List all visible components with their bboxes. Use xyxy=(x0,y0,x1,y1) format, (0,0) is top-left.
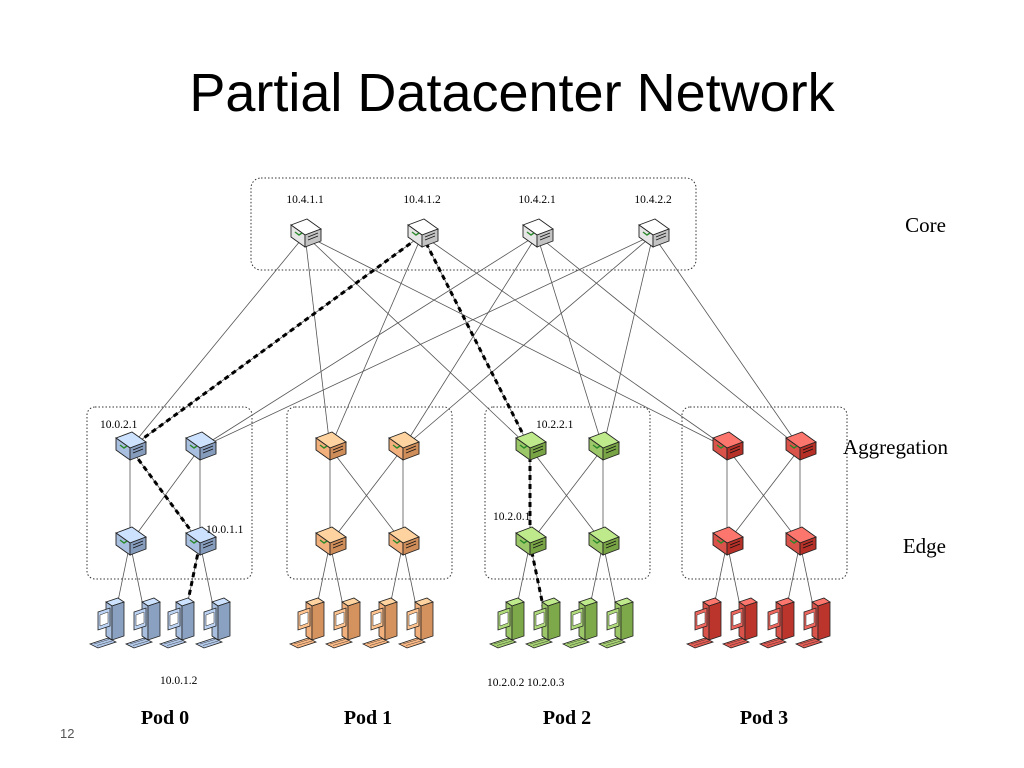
aggregation-switch-icon xyxy=(785,431,817,461)
aggregation-switch-icon xyxy=(388,431,420,461)
highlighted-path-segment xyxy=(180,542,202,631)
aggregation-address-label: 10.0.2.1 xyxy=(100,419,138,431)
agg-edge-link xyxy=(129,447,201,544)
host-computer-icon xyxy=(758,597,795,649)
core-agg-link xyxy=(402,234,538,449)
aggregation-switch-icon xyxy=(315,431,347,461)
core-agg-link xyxy=(329,234,423,449)
host-computer-icon xyxy=(561,597,598,649)
host-computer-icon xyxy=(288,597,325,649)
edge-switch-icon xyxy=(785,526,817,556)
edge-switch-icon xyxy=(515,526,547,556)
highlighted-path-segment xyxy=(128,447,202,544)
address-labels: 10.4.1.1 10.4.1.2 10.4.2.1 10.4.2.2 10.0.2.1… xyxy=(100,194,672,689)
core-agg-link xyxy=(304,234,531,449)
agg-edge-link xyxy=(529,447,604,544)
core-agg-link xyxy=(402,234,654,449)
host-computer-icon xyxy=(88,597,125,649)
slide-title: Partial Datacenter Network xyxy=(189,63,835,123)
pod2-group-box xyxy=(484,406,651,580)
aggregation-switch-icon xyxy=(712,431,744,461)
pod3-group-box xyxy=(681,406,848,580)
core-switch-icon xyxy=(407,218,439,248)
host-address-label: 10.2.0.2 xyxy=(487,677,525,689)
aggregation-switch-icon xyxy=(115,431,147,461)
core-agg-link xyxy=(129,234,306,449)
network-links xyxy=(111,234,819,631)
edge-switch-icon xyxy=(712,526,744,556)
edge-switch-icon xyxy=(115,526,147,556)
aggregation-layer-label: Aggregation xyxy=(843,435,948,459)
pod1-label: Pod 1 xyxy=(344,707,392,729)
core-address-label: 10.4.2.2 xyxy=(634,194,672,206)
aggregation-switch-icon xyxy=(185,431,217,461)
slide-number: 12 xyxy=(60,726,75,741)
aggregation-switch-icon xyxy=(515,431,547,461)
host-computer-icon xyxy=(721,597,758,649)
host-computer-icon xyxy=(158,597,195,649)
host-computer-icon xyxy=(124,597,161,649)
edge-switch-icon xyxy=(388,526,420,556)
core-switch-icon xyxy=(638,218,670,248)
edge-layer-label: Edge xyxy=(903,534,946,558)
core-switch-icon xyxy=(290,218,322,248)
host-computer-icon xyxy=(488,597,525,649)
core-address-label: 10.4.1.2 xyxy=(403,194,441,206)
core-agg-link xyxy=(421,234,728,449)
edge-switch-icon xyxy=(588,526,620,556)
pod0-label: Pod 0 xyxy=(141,707,189,729)
core-layer-label: Core xyxy=(905,213,946,237)
agg-edge-link xyxy=(329,447,404,544)
aggregation-switch-icon xyxy=(588,431,620,461)
core-group-box xyxy=(250,177,697,271)
core-agg-link xyxy=(304,234,331,449)
pod1-group-box xyxy=(286,406,453,580)
group-boxes xyxy=(86,177,848,580)
core-agg-link xyxy=(536,234,801,449)
edge-switch-icon xyxy=(315,526,347,556)
pod2-label: Pod 2 xyxy=(543,707,591,729)
highlighted-path xyxy=(128,233,550,631)
host-computer-icon xyxy=(597,597,634,649)
core-address-label: 10.4.2.1 xyxy=(518,194,556,206)
host-computer-icon xyxy=(397,597,434,649)
core-agg-link xyxy=(304,234,728,449)
aggregation-address-label: 10.2.2.1 xyxy=(536,419,574,431)
host-address-label: 10.0.1.2 xyxy=(160,675,198,687)
host-computer-icon xyxy=(194,597,231,649)
highlighted-path-segment xyxy=(420,234,532,449)
core-agg-link xyxy=(199,234,538,449)
highlighted-path-segment xyxy=(129,233,423,450)
host-address-label: 10.2.0.3 xyxy=(527,677,565,689)
core-agg-link xyxy=(602,234,654,449)
core-address-label: 10.4.1.1 xyxy=(286,194,324,206)
agg-edge-link xyxy=(726,447,801,544)
core-agg-link xyxy=(199,234,654,449)
edge-address-label: 10.2.0.1 xyxy=(493,511,531,523)
edge-switch-icon xyxy=(185,526,217,556)
pod0-group-box xyxy=(86,406,253,580)
core-agg-link xyxy=(652,234,801,449)
edge-address-label: 10.0.1.1 xyxy=(206,524,244,536)
core-agg-link xyxy=(536,234,604,449)
host-computer-icon xyxy=(524,597,561,649)
host-computer-icon xyxy=(685,597,722,649)
host-computer-icon xyxy=(361,597,398,649)
host-computer-icon xyxy=(324,597,361,649)
pod3-label: Pod 3 xyxy=(740,707,788,729)
network-devices xyxy=(88,218,831,649)
core-switch-icon xyxy=(522,218,554,248)
host-computer-icon xyxy=(794,597,831,649)
